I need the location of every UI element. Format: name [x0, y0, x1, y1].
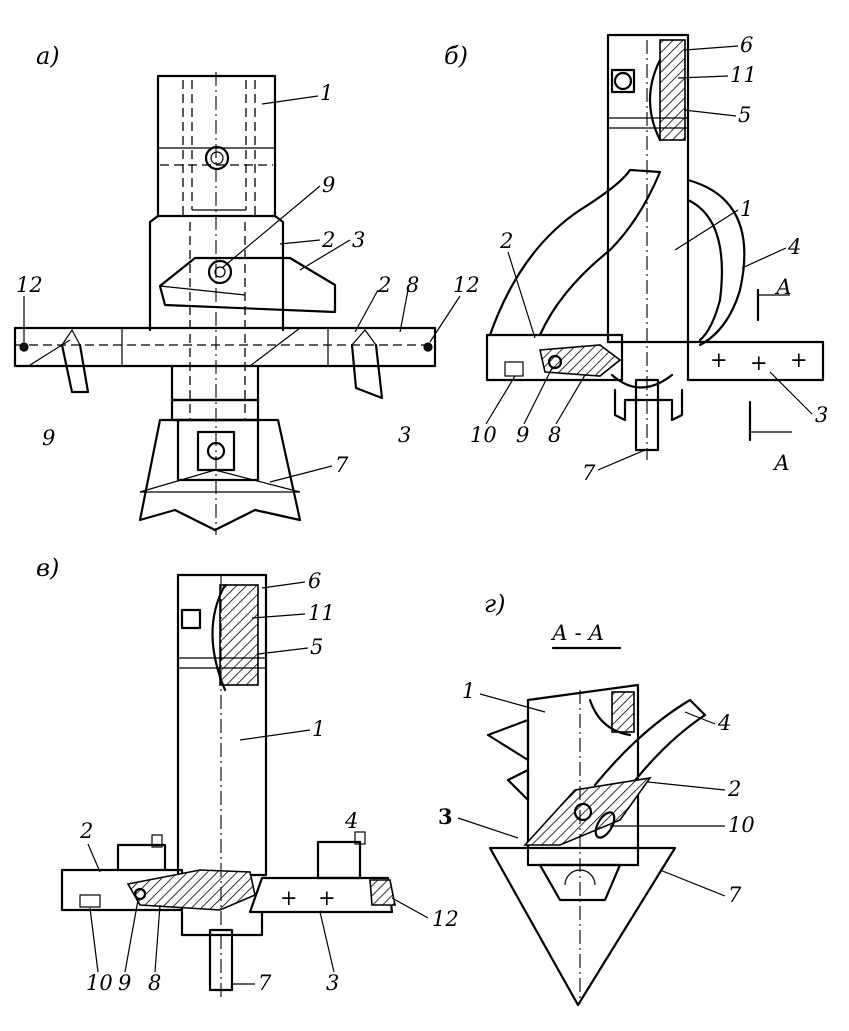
- label-2: 2: [499, 229, 513, 253]
- plus-mark: +: [710, 348, 728, 372]
- label-10: 10: [728, 813, 755, 837]
- label-8: 8: [548, 423, 561, 447]
- label-11: 11: [308, 601, 335, 625]
- label-1: 1: [462, 679, 475, 703]
- view-b-labels: б) 6 11 5 1 4 А 2 3 10 9 8 7 А: [444, 33, 828, 485]
- label-4: 4: [344, 809, 358, 833]
- label-1: 1: [740, 197, 753, 221]
- plus-mark: +: [750, 351, 768, 375]
- label-4: 4: [787, 235, 801, 259]
- section-title: А - А: [550, 621, 604, 645]
- label-7: 7: [335, 453, 349, 477]
- view-g-title: г): [484, 590, 506, 618]
- view-b-title: б): [444, 42, 468, 70]
- label-8: 8: [406, 273, 419, 297]
- label-3: 3: [352, 228, 365, 252]
- view-a-title: а): [36, 42, 60, 70]
- label-10: 10: [470, 423, 497, 447]
- view-a-labels: а) 1 9 2 3 2 8 12 12 9 3 7: [16, 42, 480, 483]
- label-section-a-top: А: [774, 275, 792, 299]
- view-b-drawing: + + +: [485, 33, 825, 460]
- label-3: 3: [815, 403, 828, 427]
- view-v-labels: в) 6 11 5 1 4 2 10 9 8 7 3 12: [36, 554, 459, 995]
- label-3: 3: [326, 971, 339, 995]
- label-9: 9: [118, 971, 131, 995]
- label-9: 9: [322, 173, 335, 197]
- label-9: 9: [516, 423, 529, 447]
- label-6: 6: [308, 569, 321, 593]
- view-v-drawing: + +: [60, 573, 396, 1000]
- label-7: 7: [582, 461, 596, 485]
- label-7: 7: [728, 883, 742, 907]
- label-12: 12: [16, 273, 43, 297]
- label-7: 7: [258, 971, 272, 995]
- label-9: 9: [42, 426, 55, 450]
- label-3: 3: [398, 423, 411, 447]
- label-6: 6: [740, 33, 753, 57]
- label-12: 12: [453, 273, 480, 297]
- label-4: 4: [717, 711, 731, 735]
- label-5: 5: [310, 635, 323, 659]
- view-g-drawing: [486, 646, 707, 1007]
- label-2: 2: [79, 819, 93, 843]
- view-a-drawing: [13, 72, 437, 535]
- label-8: 8: [148, 971, 161, 995]
- plus-mark: +: [318, 886, 336, 910]
- plus-mark: +: [280, 886, 298, 910]
- label-2: 2: [727, 777, 741, 801]
- label-section-a-bottom: А: [772, 451, 790, 475]
- label-1: 1: [312, 717, 325, 741]
- plus-mark: +: [790, 348, 808, 372]
- label-11: 11: [730, 63, 757, 87]
- label-3: 3: [438, 804, 453, 829]
- view-v-title: в): [36, 554, 59, 582]
- label-5: 5: [738, 103, 751, 127]
- label-2: 2: [321, 228, 335, 252]
- view-g-labels: г) А - А 1 4 2 3 10 7: [438, 590, 755, 907]
- label-2: 2: [377, 273, 391, 297]
- label-10: 10: [86, 971, 113, 995]
- label-1: 1: [320, 81, 333, 105]
- label-12: 12: [432, 907, 459, 931]
